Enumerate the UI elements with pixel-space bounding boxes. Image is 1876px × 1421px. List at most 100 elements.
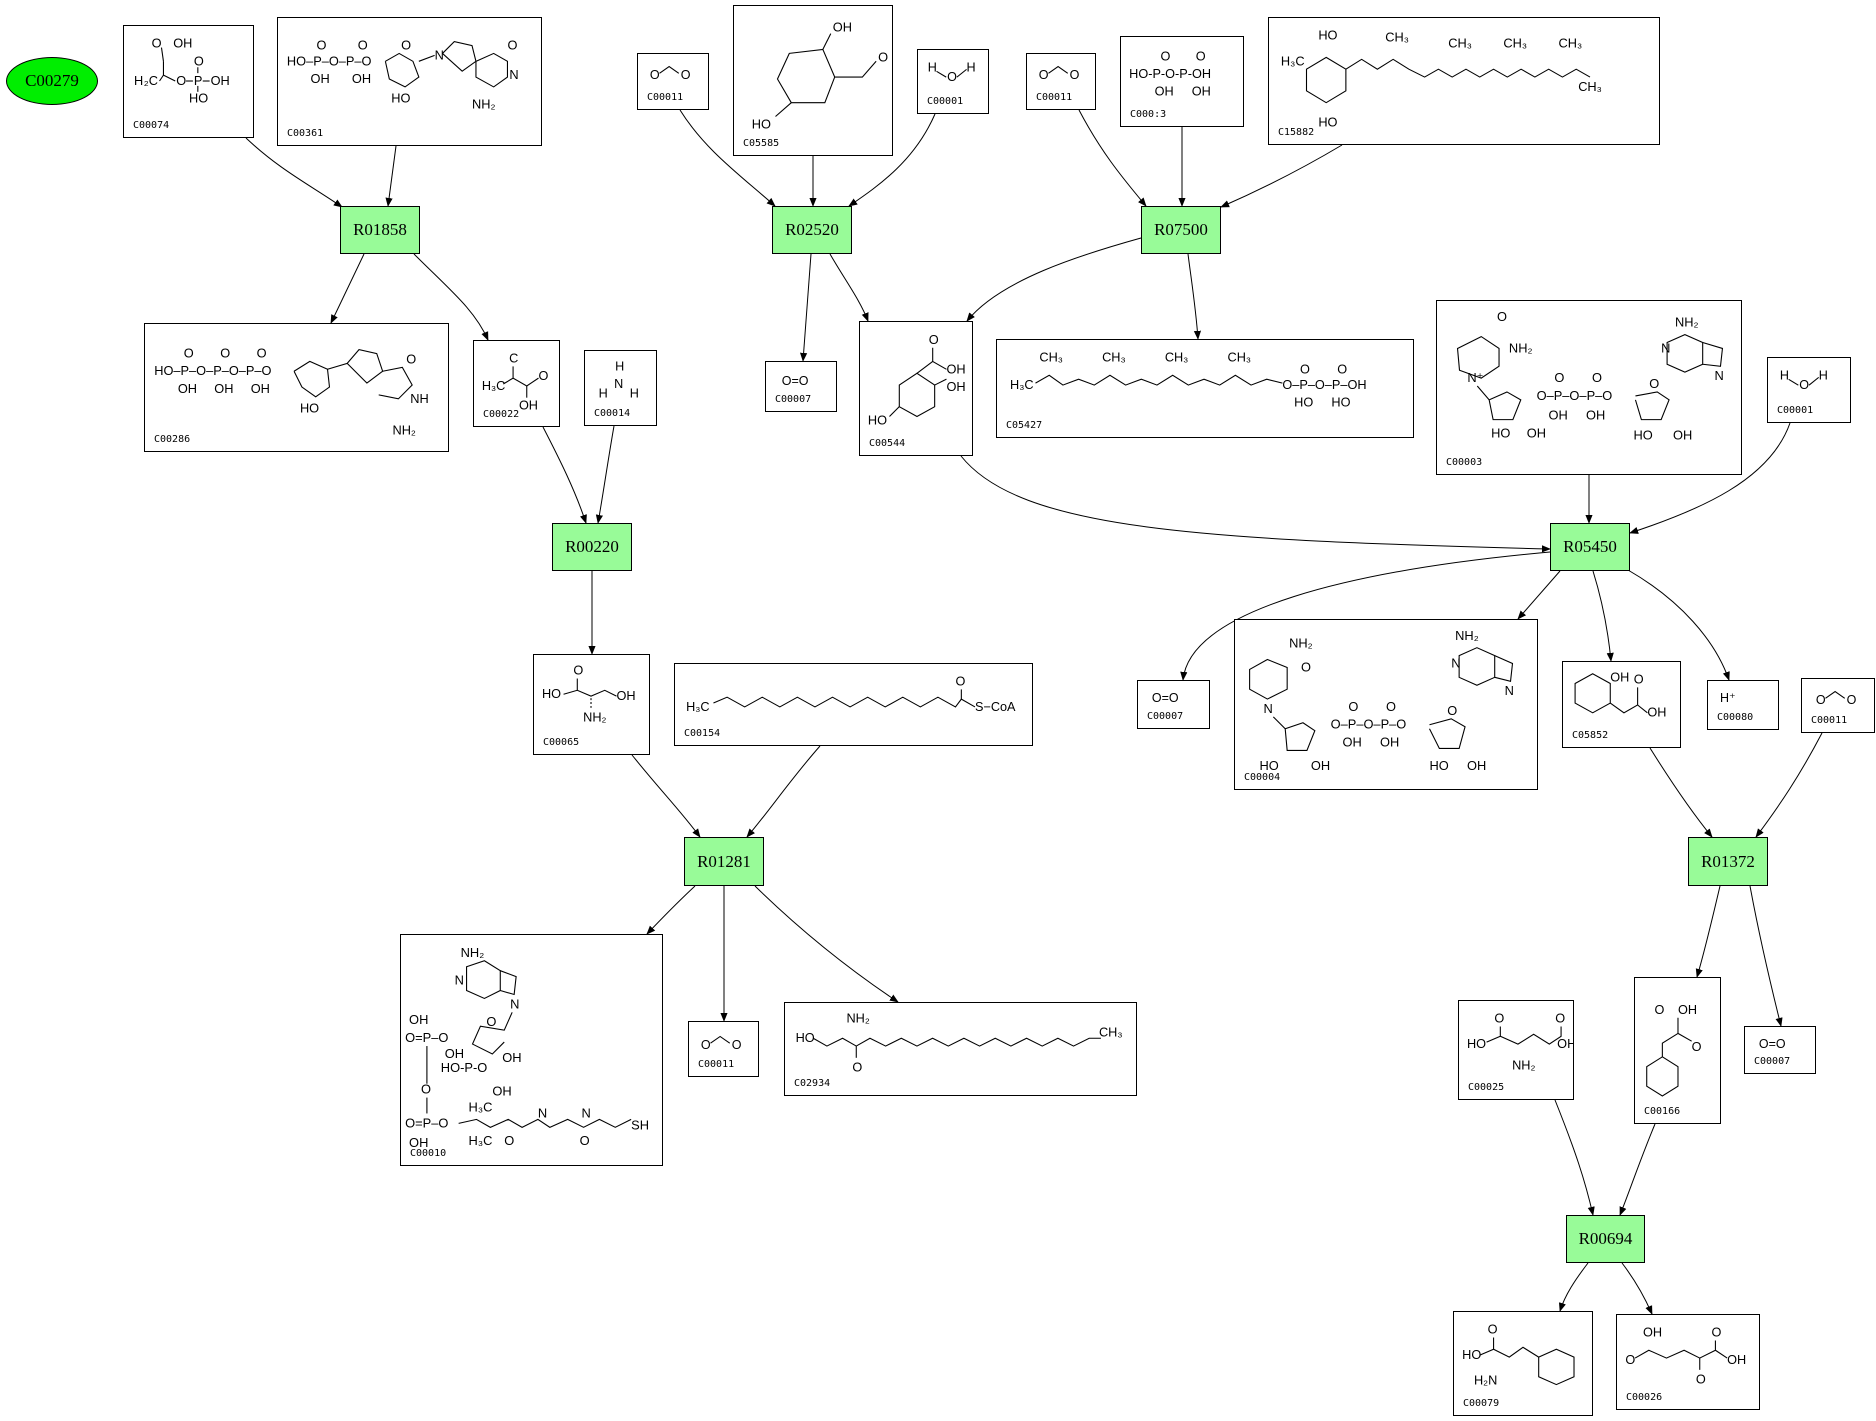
svg-text:N: N [510, 996, 519, 1011]
svg-text:O–P–O–P–OH: O–P–O–P–OH [1282, 377, 1366, 392]
compound-c05585[interactable]: OH O HO C05585 [733, 5, 893, 156]
svg-text:H: H [134, 73, 143, 88]
svg-text:NH₂: NH₂ [583, 710, 606, 725]
edge-c00011a-r02520 [679, 109, 776, 207]
svg-text:O: O [1816, 693, 1826, 707]
compound-c15882[interactable]: HO H₃C HO CH₃ CH₃ CH₃ CH₃ CH₃ C15882 [1268, 17, 1660, 145]
svg-text:OH: OH [1467, 758, 1486, 773]
edge-c00014-r00220 [595, 425, 615, 524]
svg-text:OH: OH [502, 1050, 521, 1065]
structure-pyruvate: C H₃C O OH [482, 351, 549, 412]
compound-id: C00154 [684, 728, 721, 739]
reaction-label: R01281 [697, 851, 751, 871]
compound-c00154[interactable]: H₃C O S−CoA C00154 [674, 663, 1033, 746]
compound-c00079[interactable]: O HO H₂N C00079 [1453, 1311, 1593, 1416]
reaction-r07500[interactable]: R07500 [1141, 206, 1221, 254]
compound-c00166[interactable]: O OH O C00166 [1634, 977, 1721, 1124]
compound-c00026[interactable]: OH O O O OH C00026 [1616, 1314, 1760, 1410]
svg-text:HO: HO [1467, 1036, 1486, 1051]
svg-text:S−CoA: S−CoA [975, 700, 1016, 714]
svg-text:H: H [1819, 368, 1828, 382]
compound-id: C00014 [594, 408, 631, 419]
compound-c00007-b[interactable]: O=O C00007 [1137, 680, 1210, 729]
compound-id: C00361 [287, 128, 324, 139]
svg-text:O: O [358, 38, 368, 53]
reaction-r02520[interactable]: R02520 [772, 206, 852, 254]
svg-text:O: O [507, 38, 517, 53]
reaction-r01372[interactable]: R01372 [1688, 837, 1768, 886]
compound-c02934[interactable]: NH₂ HO O CH₃ C02934 [784, 1002, 1137, 1096]
svg-text:O: O [573, 663, 583, 678]
svg-text:OH: OH [445, 1046, 464, 1061]
svg-text:NH₂: NH₂ [1509, 340, 1533, 355]
svg-text:HO–P–O–P–O–P–O: HO–P–O–P–O–P–O [154, 363, 271, 378]
compound-c05852[interactable]: OH O OH C05852 [1562, 661, 1681, 748]
compound-c00007-a[interactable]: O=O C00007 [765, 361, 837, 412]
structure-coenzyme-a: NH₂ N N O OH OH O=P–O O OH HO-P-O O=P–O … [405, 945, 649, 1150]
structure-proton: H⁺ [1720, 691, 1736, 705]
compound-c00022[interactable]: C H₃C O OH C00022 [473, 340, 560, 427]
reaction-label: R00220 [565, 537, 619, 556]
reaction-r05450[interactable]: R05450 [1550, 523, 1630, 571]
svg-text:H: H [967, 60, 976, 74]
edge-r07500-c05427 [1187, 253, 1202, 340]
svg-text:O=O: O=O [1759, 1037, 1786, 1051]
svg-text:OH: OH [1727, 1352, 1746, 1367]
structure-2-oxoglutarate: OH O O O OH [1625, 1325, 1746, 1387]
svg-text:NH₂: NH₂ [1512, 1058, 1535, 1073]
svg-text:HO: HO [1491, 425, 1510, 440]
compound-c00065[interactable]: O HO OH NH₂ C00065 [533, 654, 650, 755]
compound-id: C00011 [1036, 92, 1073, 103]
svg-text:OH: OH [946, 361, 965, 376]
svg-text:HO: HO [1633, 427, 1652, 442]
compound-c00010[interactable]: NH₂ N N O OH OH O=P–O O OH HO-P-O O=P–O … [400, 934, 663, 1166]
compound-c00007-c[interactable]: O=O C00007 [1744, 1026, 1816, 1074]
reaction-r01858[interactable]: R01858 [340, 206, 420, 254]
edge-r02520-c00544 [829, 253, 869, 322]
compound-c00544[interactable]: O OH OH HO C00544 [859, 321, 973, 456]
edge-c00166-r00694 [1619, 1123, 1656, 1216]
svg-text:OH: OH [519, 398, 538, 412]
reaction-r01281[interactable]: R01281 [684, 837, 764, 886]
start-compound-c00279[interactable]: C00279 [6, 57, 98, 105]
reaction-label: R07500 [1154, 220, 1208, 239]
svg-text:HO: HO [391, 91, 410, 106]
compound-id: C02934 [794, 1078, 831, 1089]
compound-id: C00286 [154, 434, 191, 445]
svg-text:OH: OH [409, 1012, 428, 1027]
svg-text:HO: HO [300, 401, 319, 416]
svg-text:OH: OH [1647, 706, 1666, 720]
compound-c00080[interactable]: H⁺ C00080 [1707, 680, 1779, 730]
edge-c00544-r05450 [960, 455, 1551, 553]
compound-id: C00074 [133, 120, 170, 131]
svg-text:OH: OH [1673, 427, 1692, 442]
svg-text:O: O [1494, 1011, 1504, 1026]
svg-text:N: N [1505, 683, 1514, 698]
svg-text:O: O [176, 73, 186, 88]
compound-id: C00544 [869, 438, 906, 449]
reaction-r00220[interactable]: R00220 [552, 523, 632, 571]
compound-c00025[interactable]: OO HO OH NH₂ C00025 [1458, 1000, 1574, 1100]
svg-text:O: O [681, 68, 691, 82]
reaction-r00694[interactable]: R00694 [1566, 1215, 1645, 1263]
svg-text:CH₃: CH₃ [1503, 36, 1527, 51]
structure-l-serine: O HO OH NH₂ [542, 663, 636, 725]
svg-text:O: O [504, 1133, 514, 1148]
